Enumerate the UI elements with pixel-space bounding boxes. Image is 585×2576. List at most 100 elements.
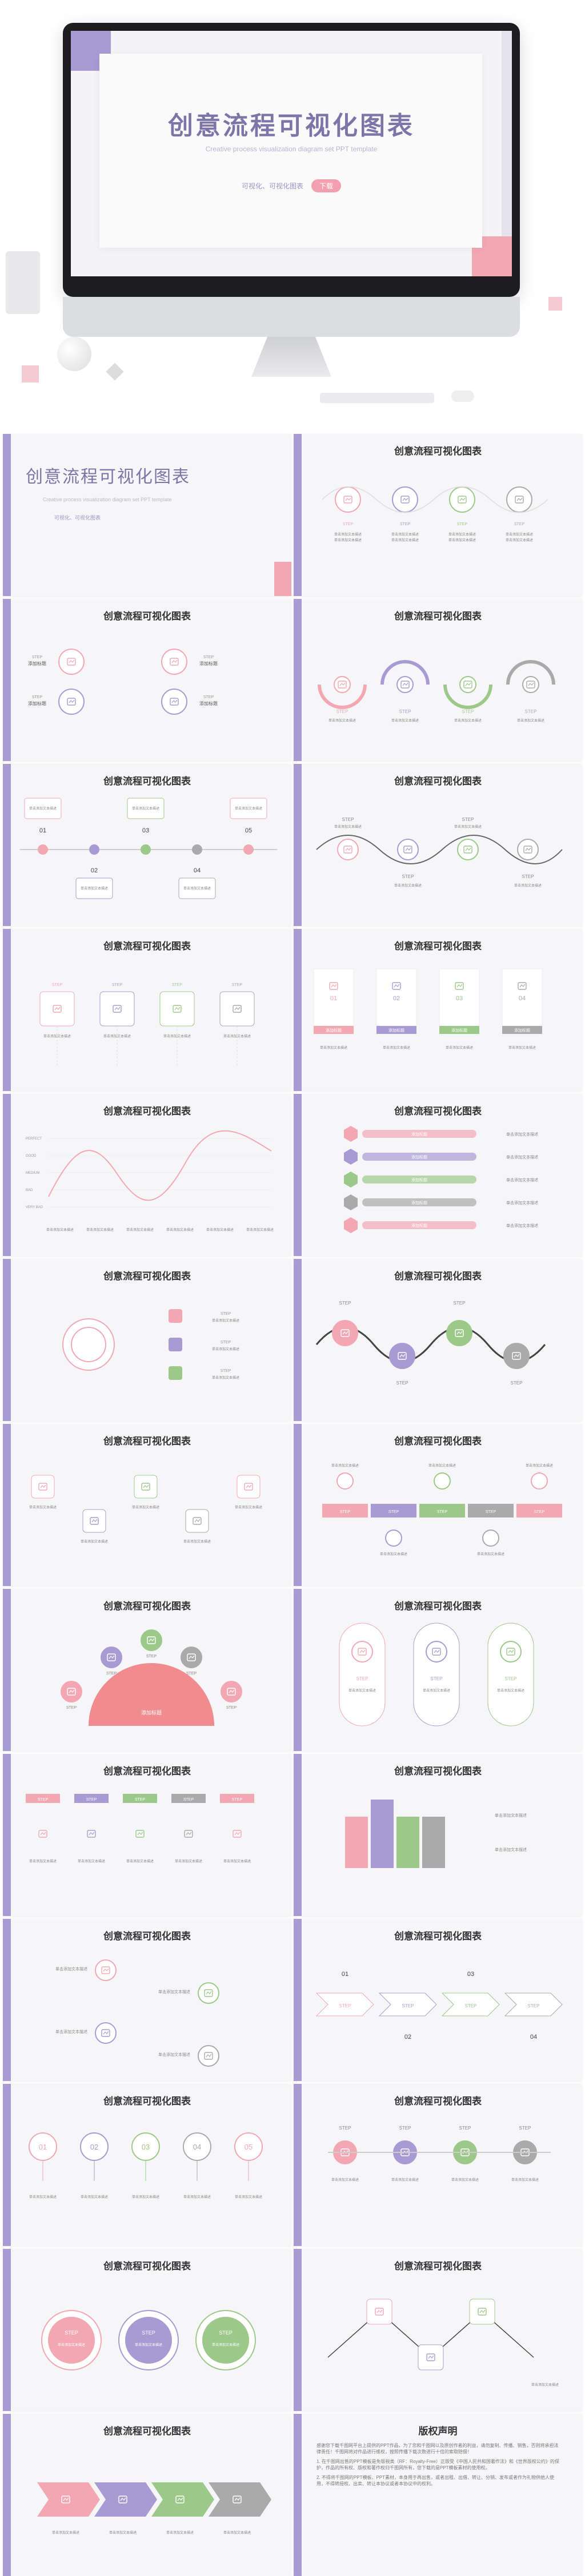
step-label: STEP bbox=[112, 983, 123, 987]
step-label: STEP bbox=[339, 2003, 351, 2009]
step-label: STEP bbox=[146, 1655, 157, 1659]
step-label: STEP bbox=[534, 1510, 545, 1514]
item-icon bbox=[506, 1648, 515, 1656]
node-box bbox=[366, 2299, 392, 2325]
step-circle bbox=[58, 649, 85, 675]
card-label: 添加标题 bbox=[388, 1028, 404, 1033]
chart-line-icon bbox=[143, 1484, 149, 1488]
chart-line-icon bbox=[359, 1649, 366, 1653]
slide-thumbnail: 创意流程可视化图表STEP单击添加文本描述STEP单击添加文本描述STEP单击添… bbox=[3, 929, 291, 1091]
step-circle bbox=[198, 2045, 219, 2067]
slide-title: 创意流程可视化图表 bbox=[103, 941, 191, 952]
step-desc: 单击添加文本描述 bbox=[29, 806, 57, 811]
step-block bbox=[322, 1504, 368, 1518]
slide-title: 创意流程可视化图表 bbox=[103, 1271, 191, 1282]
diagram: 01单击添加文本描述02单击添加文本描述03单击添加文本描述04单击添加文本描述… bbox=[29, 2132, 263, 2199]
step-box bbox=[39, 991, 75, 1027]
step-label: STEP bbox=[505, 1676, 517, 1681]
chart-line-icon bbox=[342, 1331, 348, 1335]
chart-line-icon bbox=[405, 847, 411, 851]
slide-title: 创意流程可视化图表 bbox=[394, 1106, 482, 1117]
step-desc: 单击添加文本描述 bbox=[506, 1200, 538, 1205]
step-label: STEP bbox=[183, 1798, 194, 1802]
slide-title: 创意流程可视化图表 bbox=[394, 446, 482, 457]
step-tag bbox=[123, 1794, 157, 1803]
step-label: STEP bbox=[525, 709, 537, 714]
step-label: STEP bbox=[437, 1510, 448, 1514]
item-icon bbox=[343, 496, 352, 504]
chart-line-icon bbox=[69, 659, 75, 663]
slide-thumbnail: 创意流程可视化图表单击添加文本描述单击添加文本描述单击添加文本描述单击添加文本描… bbox=[3, 2414, 291, 2576]
step-desc: 单击添加文本描述 bbox=[29, 2195, 57, 2199]
step-desc: 单击添加文本描述 bbox=[391, 718, 419, 723]
item-icon bbox=[398, 1352, 407, 1360]
node-box bbox=[418, 2344, 444, 2370]
step-desc: 单击添加文本描述 bbox=[132, 1505, 159, 1510]
copyright-slide: 版权声明感谢您下载千图网平台上提供的PPT作品，为了您和千图网以及原创作者的利益… bbox=[294, 2414, 582, 2576]
step-desc: 单击添加文本描述 bbox=[235, 806, 262, 811]
slide-title: 创意流程可视化图表 bbox=[394, 1436, 482, 1447]
chart-line-icon bbox=[434, 1649, 440, 1653]
slide-thumbnail: 创意流程可视化图表添加标题单击添加文本描述添加标题单击添加文本描述添加标题单击添… bbox=[294, 1094, 582, 1256]
step-circle bbox=[351, 1641, 373, 1663]
info-box bbox=[75, 878, 113, 899]
accent-corner bbox=[274, 562, 291, 596]
step-number: 04 bbox=[193, 2143, 201, 2151]
item-icon bbox=[244, 1483, 253, 1491]
step-desc: 单击添加文本描述 bbox=[132, 2195, 159, 2199]
chart-line-icon bbox=[508, 1649, 514, 1653]
connector-wave bbox=[322, 486, 548, 513]
capsule bbox=[339, 1623, 386, 1726]
item-icon bbox=[101, 2029, 110, 2037]
step-label: STEP bbox=[396, 1380, 408, 1386]
step-desc: 单击添加文本描述 bbox=[391, 2177, 419, 2182]
step-label: STEP bbox=[65, 2330, 78, 2336]
item-icon bbox=[400, 681, 410, 689]
accent-strip bbox=[294, 2249, 302, 2411]
slide-title: 创意流程可视化图表 bbox=[103, 2096, 191, 2107]
step-desc: 单击添加文本描述 bbox=[348, 1688, 376, 1693]
card bbox=[376, 968, 417, 1027]
step-desc: 单击添加文本描述 bbox=[55, 1966, 87, 1971]
chart-line-icon bbox=[246, 1484, 252, 1488]
chart-line-icon bbox=[402, 497, 408, 501]
accent-strip bbox=[3, 1094, 11, 1256]
download-button[interactable]: 下载 bbox=[311, 179, 342, 192]
item-icon bbox=[338, 681, 347, 689]
step-label: STEP bbox=[226, 1706, 237, 1710]
step-circle bbox=[95, 1959, 117, 1981]
step-circle bbox=[457, 839, 479, 860]
chart-line-icon bbox=[339, 682, 346, 686]
step-desc: 单击添加文本描述 bbox=[526, 1463, 553, 1468]
step-label: STEP bbox=[219, 2330, 233, 2336]
step-desc: 单击添加文本描述 bbox=[166, 2530, 194, 2535]
slide-title: 创意流程可视化图表 bbox=[103, 2261, 191, 2272]
step-circle bbox=[71, 1327, 106, 1362]
chart-line-icon bbox=[69, 1689, 75, 1693]
step-circle bbox=[141, 844, 151, 855]
step-desc: 单击添加文本描述 bbox=[126, 1227, 154, 1232]
step-circle bbox=[89, 844, 99, 855]
chart-line-icon bbox=[465, 847, 471, 851]
copyright-body: 感谢您下载千图网平台上提供的PPT作品，为了您和千图网以及原创作者的利益，请勿复… bbox=[316, 2442, 559, 2490]
step-number: 01 bbox=[39, 827, 46, 834]
chart-line-icon bbox=[89, 1832, 95, 1836]
step-desc: 单击添加文本描述 bbox=[320, 1045, 347, 1050]
chart-line-icon bbox=[234, 1832, 241, 1836]
chart-line-icon bbox=[109, 1655, 115, 1659]
item-icon bbox=[526, 681, 535, 689]
step-box bbox=[159, 991, 195, 1027]
step-desc: 单击添加文本描述 bbox=[223, 1859, 251, 1863]
step-label: STEP bbox=[462, 709, 474, 714]
step-label: STEP bbox=[339, 1301, 351, 1306]
card bbox=[313, 968, 354, 1027]
step-label: STEP bbox=[528, 2003, 540, 2009]
chart-line-icon bbox=[459, 497, 466, 501]
chart-line-icon bbox=[516, 497, 523, 501]
step-circle bbox=[522, 676, 539, 693]
chart-line-icon bbox=[40, 1832, 46, 1836]
